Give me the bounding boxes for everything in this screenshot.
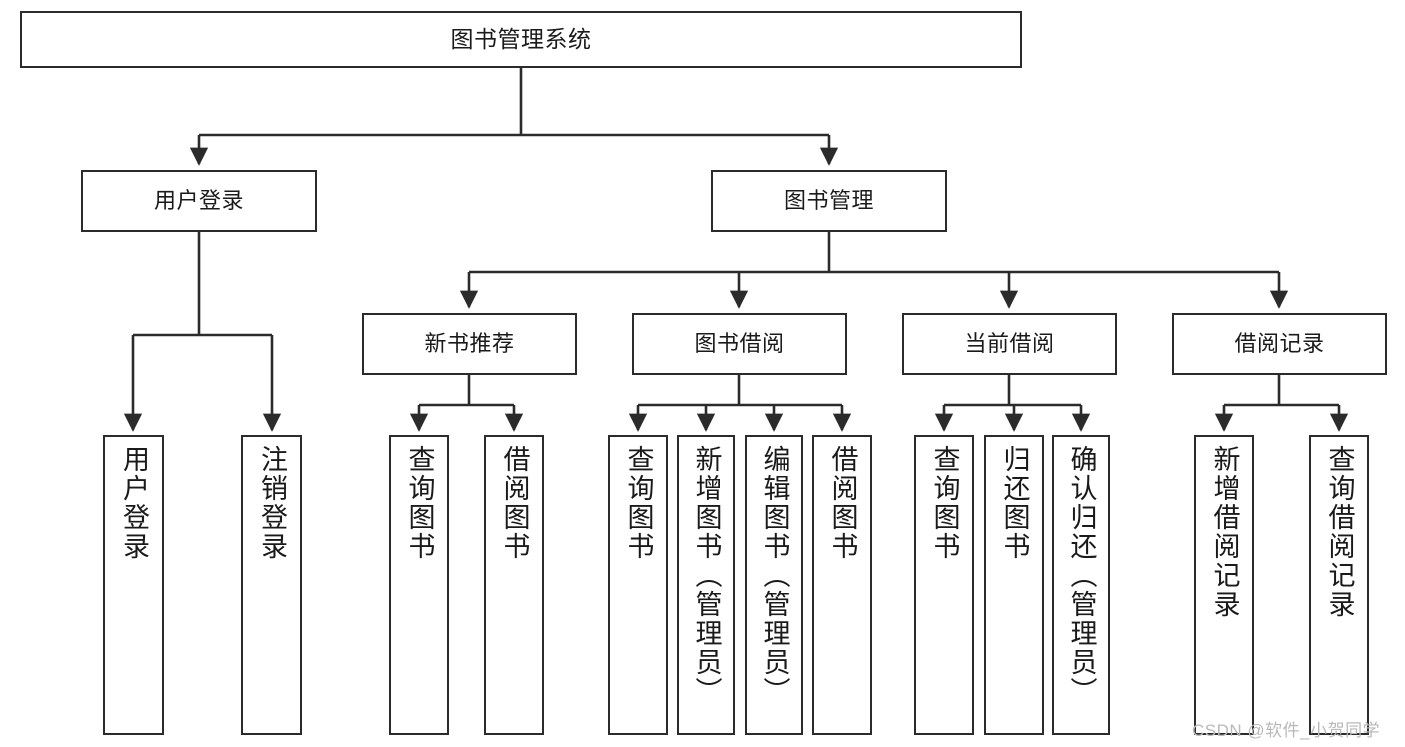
leaf-add-record[interactable]: 新增借阅记录 [1194, 435, 1254, 735]
leaf-query-book-3[interactable]: 查询图书 [914, 435, 974, 735]
leaf-edit-book[interactable]: 编辑图书（管理员） [745, 435, 803, 735]
leaf-borrow-book-2-label: 借阅图书 [827, 445, 858, 561]
leaf-user-login[interactable]: 用户登录 [103, 435, 164, 735]
leaf-query-book-3-label: 查询图书 [929, 445, 960, 561]
node-user-login-label: 用户登录 [153, 188, 244, 214]
leaf-user-logout-label: 注销登录 [257, 445, 287, 561]
leaf-borrow-book-1-label: 借阅图书 [499, 445, 530, 561]
node-root[interactable]: 图书管理系统 [20, 11, 1022, 68]
leaf-query-book-1-label: 查询图书 [404, 445, 435, 561]
node-book-borrow-label: 图书借阅 [694, 331, 785, 357]
node-new-book-recommend-label: 新书推荐 [424, 331, 515, 357]
leaf-return-book-label: 归还图书 [999, 445, 1030, 561]
node-borrow-record[interactable]: 借阅记录 [1172, 313, 1387, 375]
leaf-query-book-2-label: 查询图书 [623, 445, 654, 561]
watermark: CSDN @软件_小贺同学 [1192, 721, 1381, 740]
leaf-user-logout[interactable]: 注销登录 [241, 435, 302, 735]
node-book-borrow[interactable]: 图书借阅 [632, 313, 847, 375]
node-borrow-record-label: 借阅记录 [1234, 331, 1325, 357]
leaf-borrow-book-2[interactable]: 借阅图书 [812, 435, 872, 735]
leaf-borrow-book-1[interactable]: 借阅图书 [484, 435, 544, 735]
leaf-edit-book-label: 编辑图书（管理员） [759, 445, 790, 706]
leaf-confirm-return-label: 确认归还（管理员） [1066, 445, 1097, 706]
leaf-add-book[interactable]: 新增图书（管理员） [677, 435, 735, 735]
node-new-book-recommend[interactable]: 新书推荐 [362, 313, 577, 375]
leaf-add-book-label: 新增图书（管理员） [691, 445, 722, 706]
leaf-add-record-label: 新增借阅记录 [1209, 445, 1240, 619]
node-root-label: 图书管理系统 [450, 26, 592, 53]
leaf-query-record[interactable]: 查询借阅记录 [1309, 435, 1369, 735]
node-current-borrow[interactable]: 当前借阅 [902, 313, 1117, 375]
leaf-query-book-1[interactable]: 查询图书 [389, 435, 449, 735]
leaf-user-login-label: 用户登录 [119, 445, 149, 561]
node-user-login[interactable]: 用户登录 [81, 170, 317, 232]
node-book-manage-label: 图书管理 [783, 188, 874, 214]
leaf-query-book-2[interactable]: 查询图书 [608, 435, 668, 735]
leaf-query-record-label: 查询借阅记录 [1324, 445, 1355, 619]
node-current-borrow-label: 当前借阅 [964, 331, 1055, 357]
leaf-return-book[interactable]: 归还图书 [984, 435, 1044, 735]
node-book-manage[interactable]: 图书管理 [711, 170, 947, 232]
leaf-confirm-return[interactable]: 确认归还（管理员） [1052, 435, 1110, 735]
